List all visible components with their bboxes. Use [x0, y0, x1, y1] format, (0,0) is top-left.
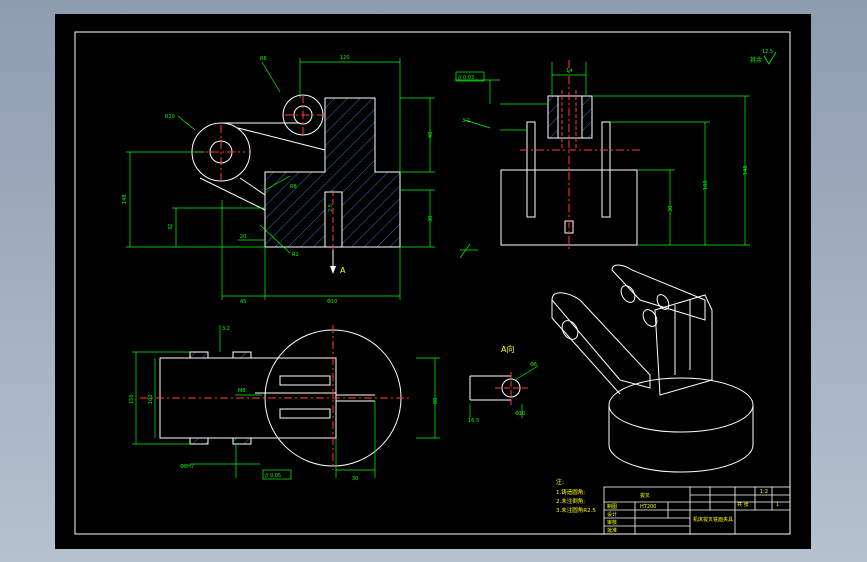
svg-text:Φ10: Φ10 [515, 411, 525, 417]
svg-text:16.5: 16.5 [468, 418, 479, 424]
svg-text:3.未注圆角R2.5: 3.未注圆角R2.5 [556, 506, 596, 514]
inner-frame [74, 31, 791, 535]
designer-label: 制图 [607, 503, 617, 510]
svg-text:审核: 审核 [607, 519, 617, 526]
svg-text:3.2: 3.2 [462, 118, 470, 124]
svg-text:45: 45 [240, 299, 246, 305]
svg-text:R8: R8 [290, 184, 297, 190]
svg-text:R10: R10 [165, 114, 175, 120]
svg-text:148: 148 [122, 194, 128, 204]
svg-text:Φ8H7: Φ8H7 [180, 464, 194, 470]
svg-text:2.5: 2.5 [328, 204, 334, 212]
view-a-title: A向 [501, 344, 514, 354]
view-label-a: A [340, 266, 346, 275]
svg-text:32: 32 [168, 224, 174, 230]
sheet-label: 共 张 [737, 501, 749, 508]
title-block [603, 486, 791, 535]
svg-text:30: 30 [428, 216, 434, 222]
svg-text:150: 150 [129, 394, 135, 404]
surface-finish-note: 其余 12.5 [750, 49, 777, 65]
view-a: A向 Φ6 16.5 Φ10 [468, 344, 539, 424]
side-base [500, 169, 638, 246]
svg-text:2.未注倒角;: 2.未注倒角; [556, 497, 585, 505]
svg-text:Φ6: Φ6 [530, 362, 537, 368]
svg-text:设计: 设计 [607, 511, 617, 518]
svg-text:Φ10: Φ10 [327, 299, 337, 305]
svg-text:30: 30 [352, 476, 358, 482]
svg-text:120: 120 [340, 55, 350, 61]
svg-text:// 0.03: // 0.03 [458, 75, 474, 81]
part-name: 拔叉 [640, 492, 650, 499]
svg-text:30: 30 [668, 206, 674, 212]
svg-text:80: 80 [433, 398, 439, 404]
svg-text:// 0.05: // 0.05 [265, 473, 281, 479]
svg-text:14: 14 [566, 68, 572, 74]
svg-text:1: 1 [776, 502, 779, 508]
svg-text:100: 100 [148, 394, 154, 404]
material: HT200 [640, 504, 656, 510]
drawing-title: 机床拔叉铣面夹具 [693, 516, 733, 523]
svg-text:其余: 其余 [750, 56, 762, 64]
scale: 1:2 [760, 489, 768, 495]
svg-text:12.5: 12.5 [762, 49, 773, 55]
svg-text:1.铸造圆角;: 1.铸造圆角; [556, 488, 585, 496]
top-view: 150 100 80 Φ8H7 30 // 0.05 M8 3.2 [129, 325, 440, 482]
svg-text:R2: R2 [292, 252, 299, 258]
front-view: 120 48 30 148 32 45 Φ10 R8 R10 R8 R2 20 … [122, 55, 478, 305]
svg-text:148: 148 [743, 165, 749, 175]
svg-text:M8: M8 [238, 388, 246, 394]
svg-text:20: 20 [240, 234, 246, 240]
svg-text:注:: 注: [556, 478, 564, 486]
svg-text:100: 100 [703, 180, 709, 190]
svg-text:48: 48 [428, 132, 434, 138]
drawing-canvas: 120 48 30 148 32 45 Φ10 R8 R10 R8 R2 20 … [74, 31, 791, 535]
svg-text:3.2: 3.2 [222, 326, 230, 332]
technical-notes: 注: 1.铸造圆角; 2.未注倒角; 3.未注圆角R2.5 [556, 478, 596, 514]
svg-text:R8: R8 [260, 56, 267, 62]
svg-text:批准: 批准 [607, 527, 617, 534]
drawing-sheet[interactable]: 120 48 30 148 32 45 Φ10 R8 R10 R8 R2 20 … [55, 14, 811, 549]
isometric-view [551, 264, 754, 473]
side-view: 14 30 100 148 // 0.03 3.2 [455, 60, 750, 250]
